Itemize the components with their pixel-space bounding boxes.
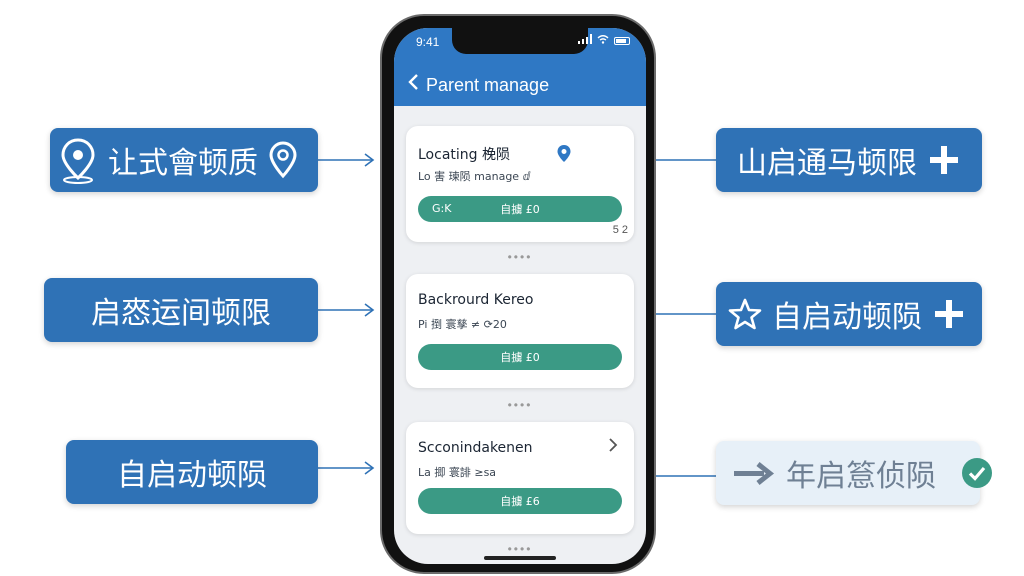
phone-screen: 9:41 Parent manage Locating 梚陨 Lo 害 瑓陨 [394, 28, 646, 564]
card-corner-text: 5 2 [612, 224, 628, 236]
back-button[interactable] [404, 70, 422, 94]
location-pin-icon [556, 144, 572, 169]
map-pin-icon [58, 136, 98, 184]
plus-icon [927, 143, 961, 177]
card-subtitle: Pi 捯 寰孳 ≠ ⟳20 [418, 318, 507, 331]
card-subtitle: La 揤 寰誹 ≥sa [418, 466, 497, 479]
signal-icon [578, 34, 592, 47]
permission-toggle-pill[interactable]: 自擄 £0 [418, 344, 622, 370]
arrow-right-icon [732, 460, 776, 486]
location-pin-icon [268, 140, 298, 180]
status-icons [578, 34, 630, 47]
check-circle-icon [960, 456, 994, 490]
battery-icon [614, 36, 630, 45]
pill-label: 自擄 £0 [500, 351, 540, 364]
pill-label: 自擄 £6 [500, 495, 540, 508]
callout-right-2: 自启动顿陨 [716, 282, 982, 346]
status-time: 9:41 [416, 35, 440, 49]
callout-right-2-label: 自启动顿陨 [772, 300, 922, 335]
chevron-left-icon [408, 74, 418, 90]
permission-card-screen[interactable]: Scconindakenen La 揤 寰誹 ≥sa 自擄 £6 [406, 422, 634, 534]
callout-right-3-label: 年启䈚侦陨 [786, 459, 936, 494]
pill-left-text: G:K [432, 202, 452, 215]
callout-right-3: 年启䈚侦陨 [716, 441, 992, 505]
callout-left-3: 自启动顿陨 [66, 440, 318, 504]
star-icon [728, 297, 762, 331]
callout-left-1: 让式會顿质 [50, 128, 318, 192]
page-title: Parent manage [426, 75, 550, 95]
permission-toggle-pill[interactable]: 自擄 £6 [418, 488, 622, 514]
callout-left-2-label: 启㤲运间顿限 [91, 296, 271, 331]
callout-left-1-label: 让式會顿质 [108, 146, 258, 181]
card-title: Locating 梚陨 [418, 147, 510, 163]
permission-card-background[interactable]: Backrourd Kereo Pi 捯 寰孳 ≠ ⟳20 自擄 £0 [406, 274, 634, 388]
page-dots: •••• [507, 250, 533, 264]
page-dots: •••• [507, 398, 533, 412]
wifi-icon [597, 34, 609, 47]
card-title: Scconindakenen [418, 440, 533, 456]
card-title: Backrourd Kereo [418, 292, 534, 308]
phone-notch [452, 28, 588, 54]
home-indicator [484, 556, 556, 560]
callout-left-2: 启㤲运间顿限 [44, 278, 318, 342]
plus-icon [932, 297, 966, 331]
phone-device: 9:41 Parent manage Locating 梚陨 Lo 害 瑓陨 [380, 14, 656, 574]
permission-card-location[interactable]: Locating 梚陨 Lo 害 瑓陨 manage ⅆ G:K 自擄 £0 5… [406, 126, 634, 242]
chevron-right-icon[interactable] [608, 438, 618, 457]
callout-right-1-label: 山启通马顿限 [737, 146, 917, 181]
page-dots: •••• [507, 542, 533, 556]
callout-left-3-label: 自启动顿陨 [117, 458, 267, 493]
card-subtitle: Lo 害 瑓陨 manage ⅆ [418, 170, 531, 183]
pill-label: 自擄 £0 [500, 203, 540, 216]
callout-right-1: 山启通马顿限 [716, 128, 982, 192]
app-header: 9:41 Parent manage [394, 28, 646, 106]
permission-toggle-pill[interactable]: G:K 自擄 £0 [418, 196, 622, 222]
